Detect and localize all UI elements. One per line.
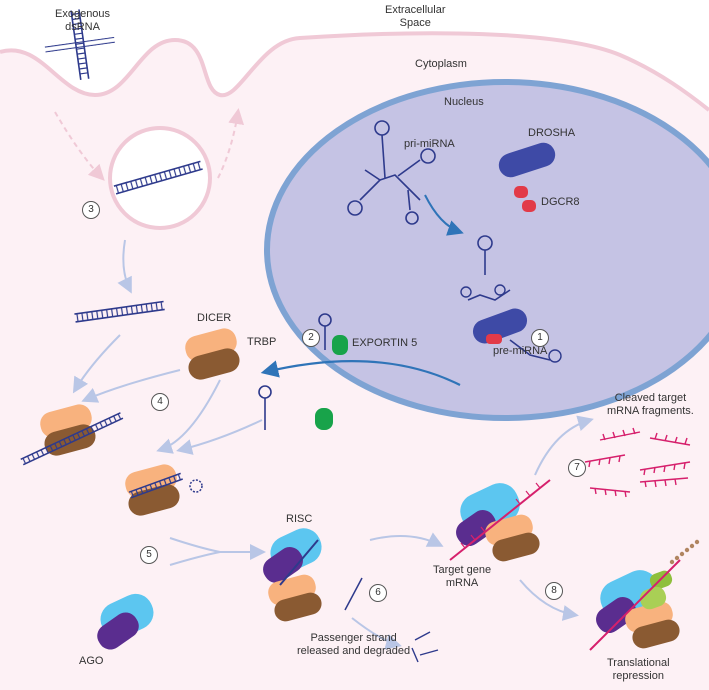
step-2-marker: 2 (302, 329, 320, 347)
label-cytoplasm: Cytoplasm (415, 58, 467, 70)
label-cleaved-line2: mRNA fragments. (607, 405, 694, 417)
label-extracellular-line1: Extracellular (385, 4, 446, 16)
label-target-line1: Target gene (433, 564, 492, 576)
dicer-processing-dsrna (20, 404, 124, 466)
flow-arrow-target (369, 532, 444, 547)
label-exportin5: EXPORTIN 5 (352, 337, 418, 349)
endosome-dsrna (113, 160, 203, 195)
label-dicer: DICER (197, 312, 232, 324)
flow-arrow-3 (117, 239, 132, 294)
cytoplasmic-pre-mirna (258, 385, 272, 430)
processing-arrow (424, 194, 464, 236)
step-8-marker: 8 (545, 582, 563, 600)
label-translational-repression: Translational repression (607, 657, 670, 683)
label-translational-line2: repression (612, 670, 664, 682)
flow-arrow-7 (534, 415, 594, 476)
label-exogenous-line2: dsRNA (65, 21, 100, 33)
label-trbp: TRBP (247, 336, 277, 348)
label-ago: AGO (79, 655, 104, 667)
cleaved-fragments-graphic (584, 427, 691, 498)
label-extracellular-line2: Space (399, 17, 431, 29)
label-risc: RISC (286, 513, 313, 525)
label-target-line2: mRNA (445, 577, 479, 589)
label-passenger-line2: released and degraded (297, 645, 411, 657)
step-5-marker: 5 (140, 546, 158, 564)
flow-arrow-4c (156, 379, 221, 454)
label-exogenous-dsrna: Exogenous dsRNA (55, 8, 110, 34)
step-6-marker: 6 (369, 584, 387, 602)
dgcr8-protein (514, 186, 528, 198)
dgcr8-protein-2 (522, 200, 536, 212)
label-passenger-strand: Passenger strand released and degraded (297, 632, 410, 658)
label-drosha: DROSHA (528, 127, 576, 139)
risc-complex (263, 528, 322, 622)
cell-membrane (0, 31, 709, 112)
free-exportin5 (315, 408, 333, 430)
drosha-protein (498, 142, 556, 178)
step-3-marker: 3 (82, 201, 100, 219)
exportin5-protein (332, 335, 348, 355)
dicer-processing-pre-mirna (125, 464, 203, 516)
label-cleaved-fragments: Cleaved target mRNA fragments. (607, 392, 694, 418)
step-7-marker: 7 (568, 459, 586, 477)
exportin-hairpin (318, 313, 332, 350)
flow-arrow-4a (72, 334, 121, 394)
uptake-arrow (54, 111, 105, 181)
label-target-gene-mrna: Target gene mRNA (433, 564, 491, 590)
flow-arrow-5b (169, 551, 221, 566)
microprocessor-complex (460, 284, 562, 363)
label-nucleus: Nucleus (444, 96, 484, 108)
ago-protein (97, 593, 154, 650)
export-arrow (260, 360, 461, 386)
dicer-complex (185, 328, 240, 380)
passenger-strand (344, 577, 363, 611)
label-exogenous-line1: Exogenous (55, 8, 111, 20)
step-1-marker: 1 (531, 329, 549, 347)
label-extracellular-space: Extracellular Space (385, 4, 446, 30)
label-cleaved-line1: Cleaved target (614, 392, 687, 404)
flow-arrow-4d (176, 419, 263, 455)
flow-arrow-8 (519, 579, 579, 621)
translational-repression-complex (589, 539, 700, 651)
label-pre-mirna: pre-miRNA (493, 345, 548, 357)
pri-mirna-structure (347, 120, 436, 225)
exogenous-dsrna (44, 9, 115, 80)
label-dgcr8: DGCR8 (541, 196, 580, 208)
label-passenger-line1: Passenger strand (310, 632, 397, 644)
flow-arrow-6 (351, 617, 402, 650)
step-4-marker: 4 (151, 393, 169, 411)
degraded-fragments (411, 631, 439, 663)
target-mrna-complex (449, 479, 551, 562)
label-translational-line1: Translational (607, 657, 670, 669)
label-pri-mirna: pri-miRNA (404, 138, 455, 150)
hairpin (477, 235, 493, 275)
cytoplasmic-dsrna (74, 300, 165, 323)
flow-arrow-4b (81, 369, 181, 403)
